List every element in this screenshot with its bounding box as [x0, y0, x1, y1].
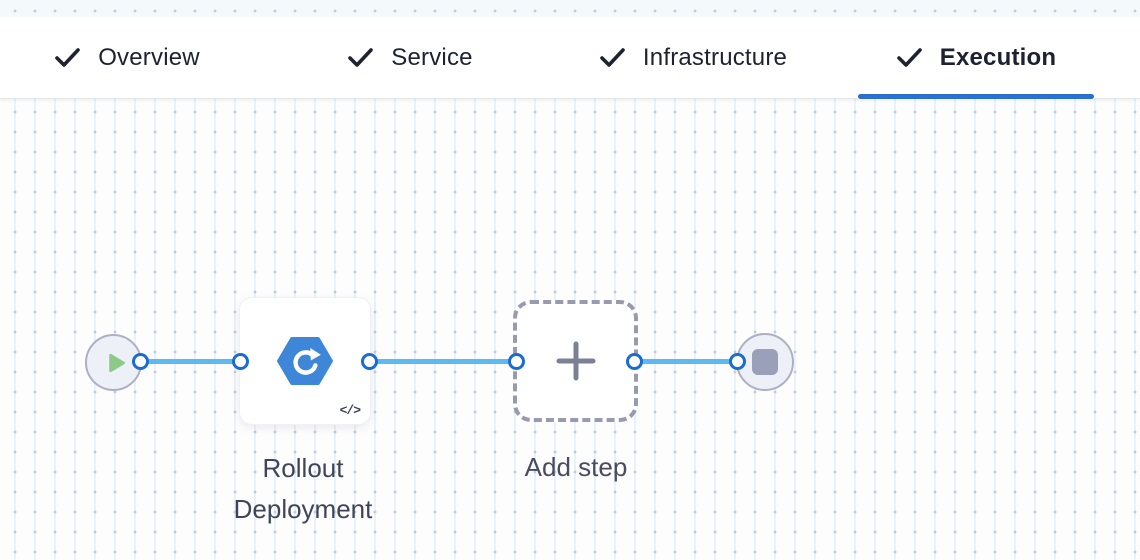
pipeline-canvas[interactable]: </> Rollout Deployment Add step [0, 99, 1140, 560]
port-add-in[interactable] [508, 353, 525, 370]
connector-start-to-step [141, 359, 240, 364]
check-icon [347, 47, 374, 68]
plus-icon [556, 341, 596, 381]
connector-add-to-end [635, 359, 738, 364]
tab-service[interactable]: Service [290, 17, 530, 98]
tab-execution[interactable]: Execution [856, 17, 1096, 99]
port-add-out[interactable] [626, 353, 643, 370]
stage-tabs: Overview Service Infrastructure Executio… [0, 17, 1140, 99]
add-step-node[interactable] [513, 300, 638, 422]
add-step-label: Add step [524, 452, 628, 482]
check-icon [599, 47, 626, 68]
tab-overview[interactable]: Overview [7, 17, 247, 98]
rollout-hexagon-icon [276, 336, 334, 386]
tab-infrastructure-label: Infrastructure [642, 43, 788, 71]
stop-icon [752, 349, 778, 375]
check-icon [896, 47, 923, 68]
tab-service-label: Service [391, 43, 473, 71]
pipeline-end-node [736, 333, 794, 391]
tab-infrastructure[interactable]: Infrastructure [573, 17, 813, 98]
code-icon[interactable]: </> [339, 403, 361, 418]
play-icon [103, 350, 129, 376]
canvas-top-strip [0, 0, 1140, 17]
tab-overview-label: Overview [98, 43, 200, 71]
connector-step-to-add [370, 359, 517, 364]
port-step-in[interactable] [232, 353, 249, 370]
port-start-out[interactable] [132, 353, 149, 370]
tab-execution-label: Execution [939, 43, 1057, 71]
check-icon [54, 47, 81, 68]
step-rollout-deployment[interactable]: </> [240, 298, 370, 424]
port-end-in[interactable] [729, 353, 746, 370]
active-tab-indicator [858, 94, 1094, 99]
port-step-out[interactable] [361, 353, 378, 370]
step-label: Rollout Deployment [233, 453, 373, 524]
